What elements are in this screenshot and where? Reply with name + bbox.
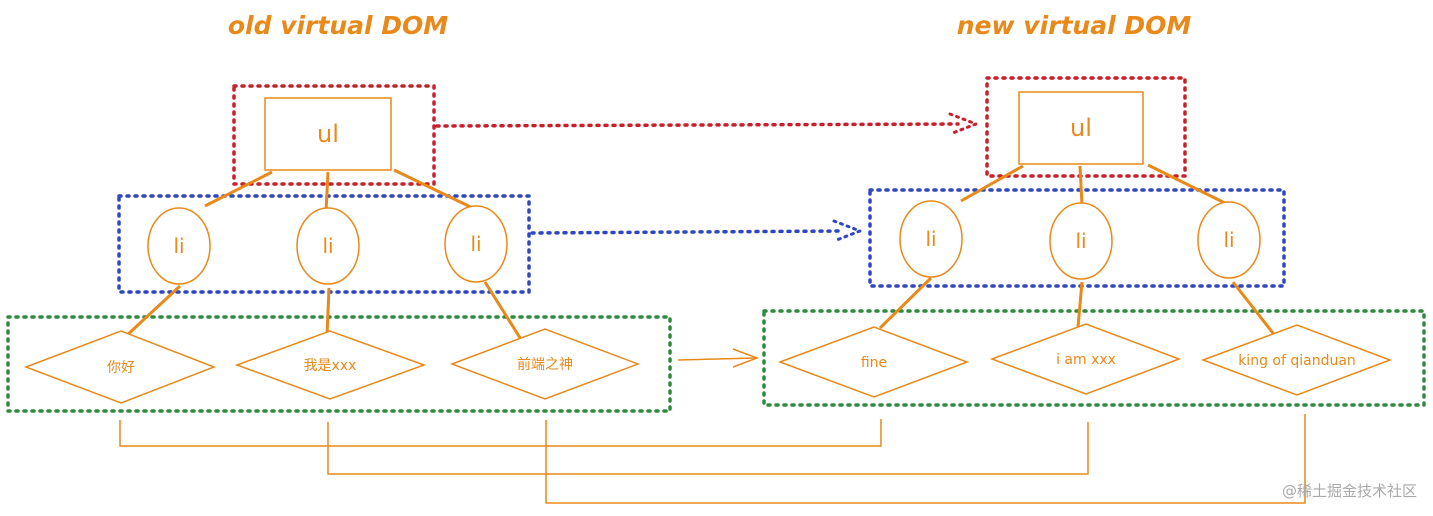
old-text-label-3: 前端之神: [517, 356, 573, 373]
new-root-group-box: [985, 76, 1187, 178]
old-li-label-3: li: [470, 232, 481, 256]
old-text-group-box: [6, 315, 672, 413]
old-text-node-3: 前端之神: [449, 328, 641, 400]
new-text-label-1: fine: [861, 355, 887, 371]
old-li-label-2: li: [322, 234, 333, 258]
old-li-group-box: [117, 194, 531, 294]
old-text-label-2: 我是xxx: [304, 358, 357, 374]
old-tree-edges: [122, 168, 524, 342]
root-compare-arrow: [435, 112, 981, 136]
new-li-group-box: [868, 188, 1286, 288]
new-text-label-3: king of qianduan: [1238, 353, 1356, 369]
new-li-node-1: li: [899, 200, 963, 278]
link-line-2: [327, 422, 1089, 475]
old-dom-title: old virtual DOM: [228, 11, 448, 40]
old-root-group-box: [232, 84, 436, 186]
new-text-label-2: i am xxx: [1056, 352, 1116, 368]
old-li-node-3: li: [444, 205, 508, 283]
new-root-node: ul: [1018, 91, 1144, 165]
new-dom-title: new virtual DOM: [957, 11, 1192, 40]
text-compare-arrow: [677, 348, 760, 368]
new-text-node-3: king of qianduan: [1200, 324, 1393, 396]
watermark: @稀土掘金技术社区: [1282, 482, 1417, 500]
new-li-label-3: li: [1223, 228, 1234, 252]
old-li-node-1: li: [147, 207, 211, 285]
new-text-node-2: i am xxx: [989, 323, 1182, 395]
old-root-label: ul: [317, 120, 339, 148]
old-text-node-2: 我是xxx: [234, 330, 427, 400]
new-text-group-box: [762, 309, 1426, 407]
new-li-node-2: li: [1049, 202, 1113, 280]
new-text-node-1: fine: [777, 326, 970, 398]
old-text-label-1: 你好: [107, 360, 135, 376]
li-compare-arrow: [530, 219, 865, 243]
old-li-node-2: li: [296, 207, 360, 285]
new-li-node-3: li: [1197, 201, 1261, 279]
link-line-1: [119, 419, 882, 447]
old-text-node-1: 你好: [23, 330, 217, 404]
text-link-lines: [119, 414, 1306, 504]
old-li-label-1: li: [173, 234, 184, 258]
new-li-label-1: li: [925, 227, 936, 251]
old-root-node: ul: [264, 97, 392, 171]
link-line-3: [545, 414, 1306, 504]
new-tree-edges: [878, 163, 1278, 338]
new-li-label-2: li: [1075, 229, 1086, 253]
new-root-label: ul: [1070, 114, 1092, 142]
